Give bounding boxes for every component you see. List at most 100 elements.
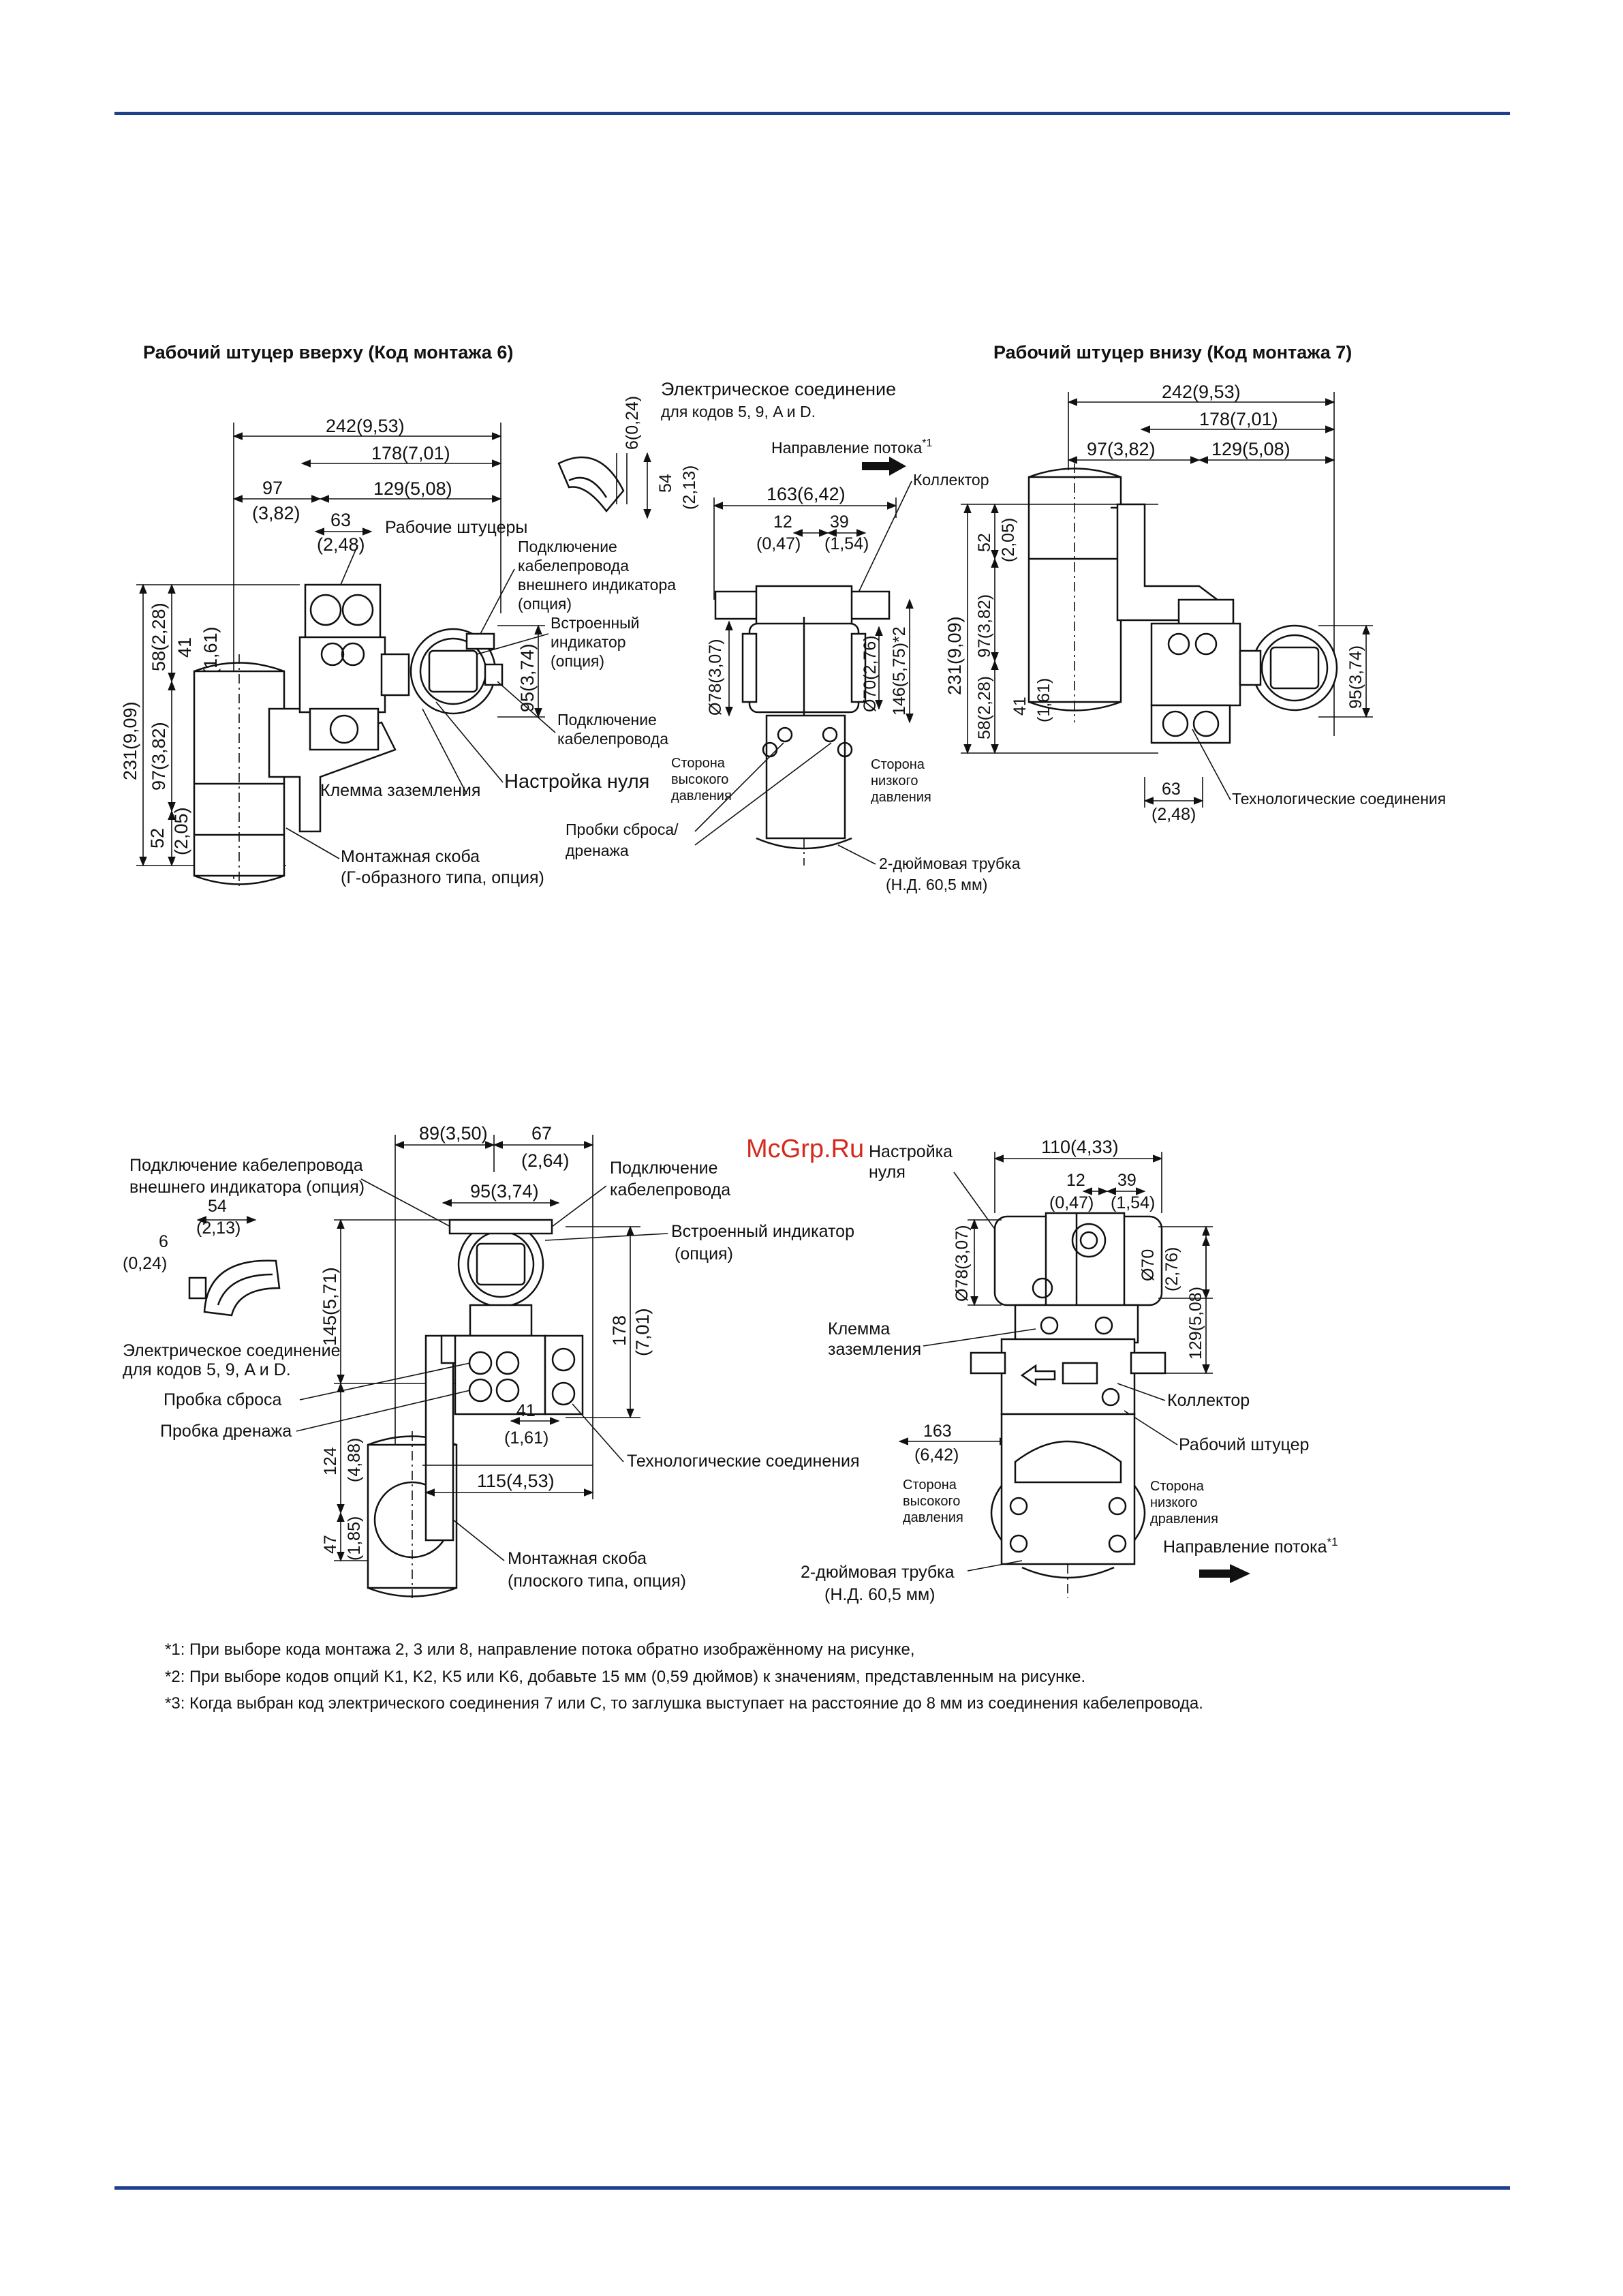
label-b-elec-1: Электрическое соединение (123, 1341, 341, 1360)
label-elec-1: Электрическое соединение (661, 379, 896, 399)
label-proc-conn: Технологические соединения (1232, 790, 1446, 808)
label-hp-2: высокого (671, 772, 728, 787)
dim-185: (1,85) (345, 1516, 364, 1561)
dim-95h: 95(3,74) (470, 1181, 539, 1201)
dim-70b: Ø70 (1139, 1249, 1158, 1281)
label-r-port: Рабочий штуцер (1179, 1435, 1309, 1454)
label-r-hp-1: Сторона (903, 1478, 957, 1493)
footnotes: *1: При выборе кода монтажа 2, 3 или 8, … (165, 1640, 1203, 1713)
dim-382: (3,82) (252, 503, 300, 523)
dim-95-r: 95(3,74) (1346, 645, 1365, 709)
label-r-flow: Направление потока*1 (1163, 1535, 1338, 1557)
label-process-ports: Рабочие штуцеры (385, 518, 527, 537)
flow-arrow-r (1199, 1564, 1250, 1583)
dim-242: 242(9,53) (326, 416, 405, 436)
label-r-hp-3: давления (903, 1510, 963, 1525)
dim-97v: 97(3,82) (149, 722, 169, 791)
label-r-pipe-2: (Н.Д. 60,5 мм) (824, 1585, 935, 1604)
label-ext-conduit-4: (опция) (518, 595, 572, 613)
dim-161-r: (1,61) (1034, 678, 1053, 722)
dim-41-r: 41 (1010, 697, 1030, 716)
fig7-drawing: Рабочий штуцер внизу (Код монтажа 7) 242… (944, 342, 1446, 824)
label-b-conduit-1: Подключение (610, 1159, 718, 1178)
dim-154: (1,54) (824, 534, 869, 553)
dim-129vb: 129(5,08) (1186, 1287, 1205, 1360)
label-ext-conduit-1: Подключение (518, 538, 617, 555)
dim-145: 145(5,71) (320, 1267, 340, 1346)
dim-276b: (2,76) (1162, 1247, 1181, 1291)
label-r-ground-1: Клемма (828, 1319, 890, 1338)
label-conduit-2: кабелепровода (557, 730, 668, 748)
label-b-conduit-2: кабелепровода (610, 1180, 730, 1199)
dim-39b: 39 (1117, 1171, 1137, 1190)
label-r-zero-2: нуля (869, 1163, 906, 1182)
label-r-lp-3: дравления (1150, 1512, 1218, 1527)
dim-115: 115(4,53) (477, 1471, 555, 1491)
dim-52: 52 (147, 828, 168, 848)
label-conduit-1: Подключение (557, 711, 657, 729)
dim-024: (0,24) (123, 1254, 167, 1273)
dim-047b: (0,47) (1049, 1193, 1094, 1212)
label-r-manifold: Коллектор (1167, 1391, 1250, 1410)
label-lp-2: низкого (871, 774, 918, 789)
label-r-lp-1: Сторона (1150, 1479, 1205, 1494)
flow-arrow (862, 457, 906, 476)
dim-12b: 12 (1066, 1171, 1085, 1190)
label-b-elec-2: для кодов 5, 9, A и D. (123, 1360, 291, 1379)
dim-248-r: (2,48) (1151, 805, 1196, 824)
label-indicator-1: Встроенный (551, 614, 640, 632)
fig6-drawing: Рабочий штуцер вверху (Код монтажа 6) 24… (120, 342, 1021, 893)
label-r-lp-2: низкого (1150, 1495, 1197, 1510)
dim-78: Ø78(3,07) (706, 639, 725, 716)
dim-231: 231(9,09) (120, 701, 140, 780)
label-b-proc: Технологические соединения (627, 1452, 860, 1471)
dim-124: 124 (321, 1447, 340, 1475)
label-b-ext-2: внешнего индикатора (опция) (129, 1178, 365, 1197)
dim-213: (2,13) (680, 465, 699, 510)
label-ext-conduit-3: внешнего индикатора (518, 576, 676, 594)
dim-39: 39 (830, 512, 849, 532)
dim-97: 97 (262, 478, 283, 498)
dim-54: 54 (656, 474, 675, 493)
dim-205: (2,05) (171, 807, 191, 855)
bottom-rule (114, 2186, 1510, 2190)
label-ground: Клемма заземления (320, 781, 480, 800)
dim-41: 41 (174, 637, 195, 658)
label-r-ground-2: заземления (828, 1340, 921, 1359)
dim-248: (2,48) (317, 534, 365, 555)
dim-163: 163(6,42) (767, 484, 846, 504)
label-hp-3: давления (671, 789, 732, 803)
label-bracket-1: Монтажная скоба (341, 847, 480, 866)
label-b-ext-1: Подключение кабелепровода (129, 1156, 363, 1175)
label-plugs-2: дренажа (566, 842, 629, 859)
dim-242-r: 242(9,53) (1162, 382, 1241, 402)
dim-213b: (2,13) (196, 1219, 241, 1238)
dim-58: 58(2,28) (149, 602, 169, 671)
dim-231-r: 231(9,09) (944, 616, 965, 695)
note-2: *2: При выборе кодов опций K1, K2, K5 ил… (165, 1668, 1085, 1686)
label-plugs-1: Пробки сброса/ (566, 821, 679, 838)
label-b-drain: Пробка дренажа (160, 1422, 292, 1441)
label-b-ind-2: (опция) (675, 1244, 733, 1264)
dim-47: 47 (321, 1535, 340, 1554)
dim-58v-r: 58(2,28) (975, 676, 994, 739)
label-hp-1: Сторона (671, 756, 726, 771)
label-r-zero-1: Настройка (869, 1142, 953, 1161)
label-ext-conduit-2: кабелепровода (518, 557, 629, 575)
dim-54b: 54 (208, 1197, 227, 1216)
dim-41b: 41 (516, 1401, 536, 1420)
dim-163b: 163 (923, 1422, 952, 1441)
label-pipe-1: 2-дюймовая трубка (879, 855, 1021, 872)
fig7-title: Рабочий штуцер внизу (Код монтажа 7) (993, 342, 1352, 363)
dim-6: 6 (159, 1232, 168, 1251)
dim-178b: 178 (609, 1315, 630, 1346)
dim-89: 89(3,50) (419, 1123, 488, 1144)
dim-264: (2,64) (521, 1150, 570, 1171)
fig-bottom-right: Настройка нуля 110(4,33) 12 (0,47) 39 (1… (801, 1137, 1338, 1604)
label-b-vent: Пробка сброса (164, 1390, 282, 1409)
label-r-hp-2: высокого (903, 1494, 960, 1509)
dim-12: 12 (773, 512, 792, 532)
dim-63: 63 (330, 510, 351, 530)
label-b-bracket-1: Монтажная скоба (508, 1549, 647, 1568)
